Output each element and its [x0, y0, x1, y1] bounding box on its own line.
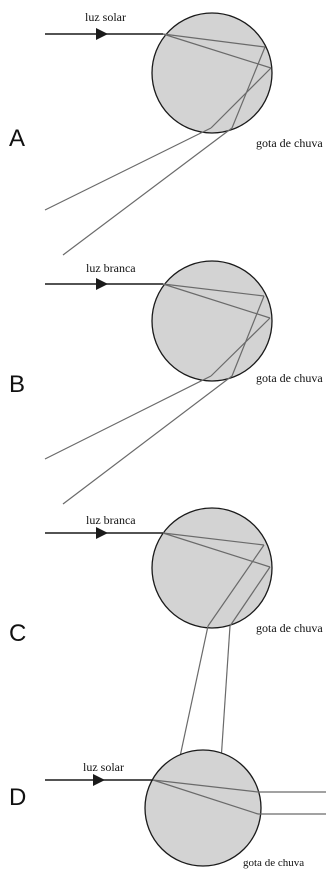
panel-a-internal-rays: [44, 33, 272, 256]
panel-d-raindrop: [144, 749, 262, 867]
panel-a: A luz solar gota de chuva: [9, 10, 323, 256]
panel-c-raindrop: [151, 507, 273, 629]
panel-c-letter: C: [9, 620, 26, 647]
panel-d-arrowhead: [93, 774, 105, 786]
panel-c-arrowhead: [96, 527, 108, 539]
panel-d-letter: D: [9, 784, 26, 811]
panel-c-drop-label: gota de chuva: [256, 621, 323, 635]
panel-d-internal-rays: [152, 779, 326, 815]
panel-b-internal-rays: [44, 283, 271, 505]
panel-d: D luz solar gota de chuva: [9, 749, 326, 869]
panel-b-arrowhead: [96, 278, 108, 290]
panel-b: B luz branca gota de chuva: [9, 260, 323, 505]
panel-a-drop-label: gota de chuva: [256, 136, 323, 150]
panel-b-input-label: luz branca: [86, 261, 136, 275]
panel-b-drop-label: gota de chuva: [256, 371, 323, 385]
panel-d-drop-label: gota de chuva: [243, 857, 304, 869]
panel-a-letter: A: [9, 125, 25, 152]
panel-c: C luz branca gota de chuva: [9, 507, 323, 837]
panel-d-input-label: luz solar: [83, 760, 124, 774]
panel-a-arrowhead: [96, 28, 108, 40]
panel-a-input-label: luz solar: [85, 10, 126, 24]
panel-c-input-label: luz branca: [86, 513, 136, 527]
panel-b-letter: B: [9, 371, 25, 398]
